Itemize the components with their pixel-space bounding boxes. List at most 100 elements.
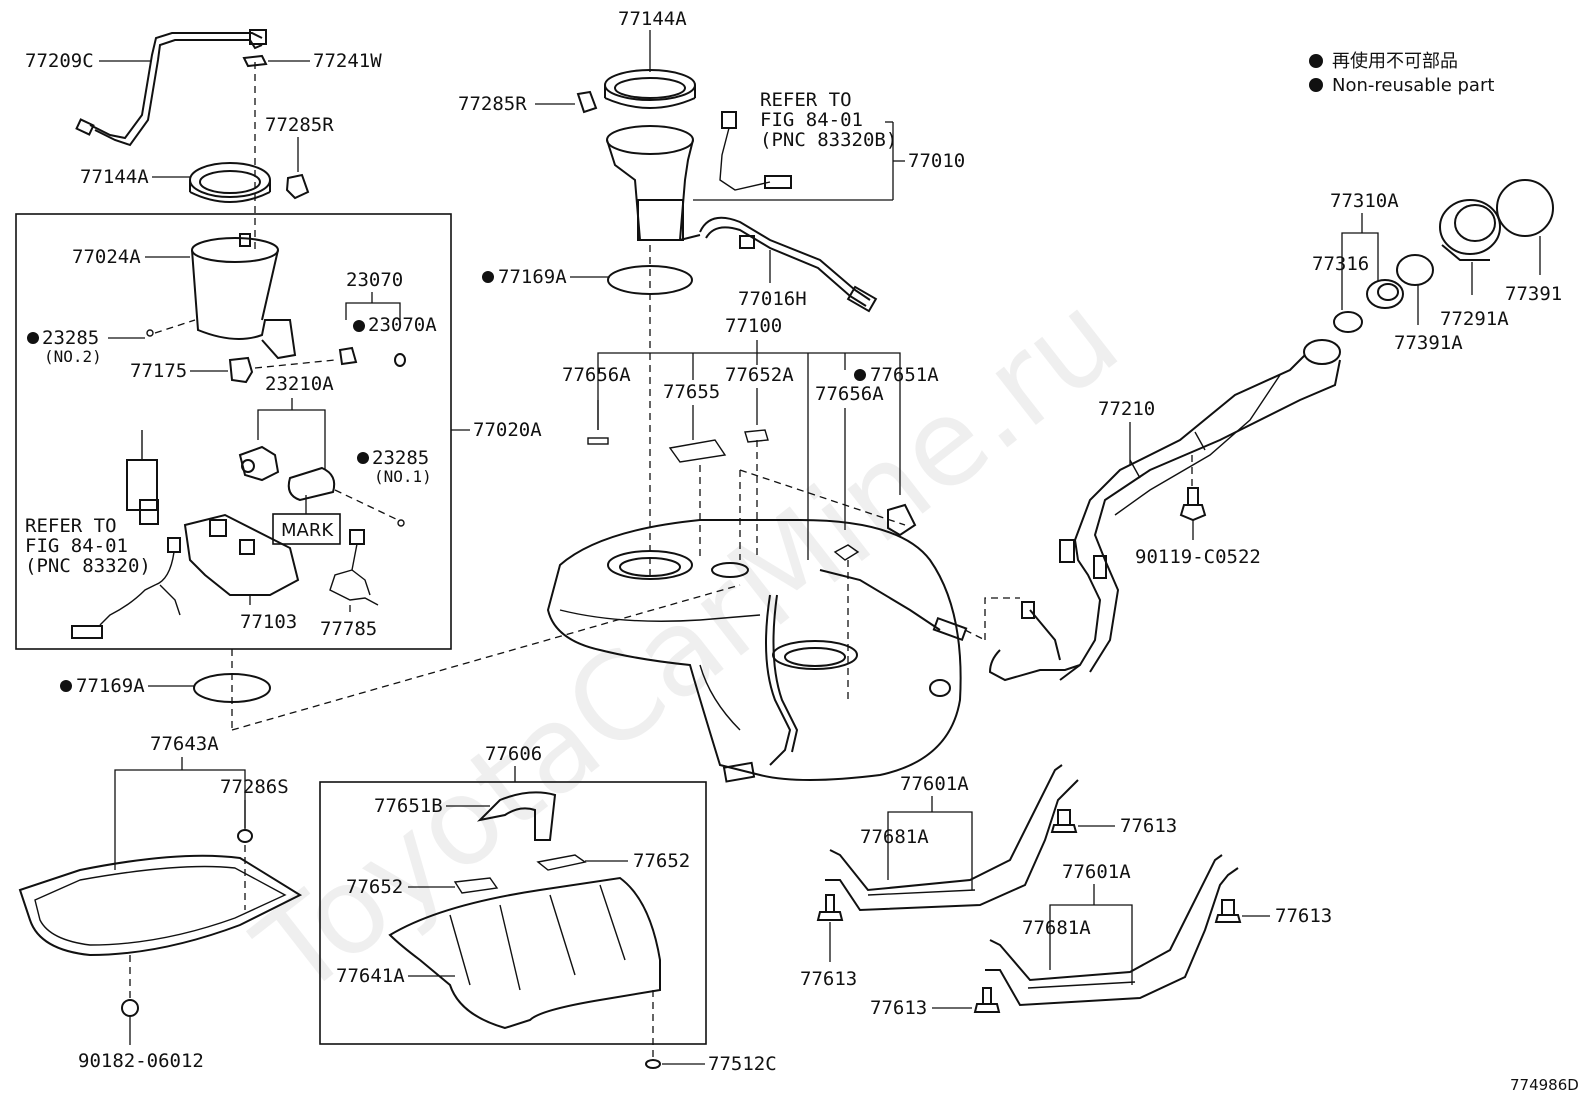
label-77613-c: 77613 [1275, 905, 1332, 927]
label-23070: 23070 [346, 269, 403, 291]
label-23070A: 23070A [368, 314, 437, 336]
clip-77241W [242, 54, 268, 68]
oring-23070A [394, 353, 406, 367]
label-77651B: 77651B [374, 795, 443, 817]
label-77613-a: 77613 [1120, 815, 1177, 837]
label-23285-b: 23285 [372, 447, 429, 469]
protector-77643A [18, 854, 303, 957]
label-77175: 77175 [130, 360, 187, 382]
bolt-90182 [121, 999, 139, 1017]
non-reusable-dot-icon [854, 369, 866, 381]
legend-jp: 再使用不可部品 [1332, 51, 1458, 72]
clip-77285R-b [576, 90, 598, 114]
pad-77655 [668, 439, 727, 463]
clip-77512C [645, 1059, 661, 1069]
cap-77291A [1439, 199, 1501, 261]
label-77512C: 77512C [708, 1053, 777, 1075]
fuel-tank-77100 [546, 519, 968, 783]
pump-assy-77010 [606, 125, 701, 241]
pad-77656A-a [587, 437, 609, 445]
filter-bracket-77103 [183, 513, 300, 596]
retainer-ring-77144A-a [189, 162, 271, 203]
label-77652A: 77652A [725, 364, 794, 386]
gasket-77391 [1496, 179, 1554, 237]
label-77601A-a: 77601A [900, 773, 969, 795]
label-77613-b: 77613 [800, 968, 857, 990]
non-reusable-dot-icon [357, 452, 369, 464]
filler-pipe-77210 [988, 339, 1341, 682]
label-77606: 77606 [485, 743, 542, 765]
bolt-90119 [1179, 487, 1207, 522]
label-77652-a: 77652 [633, 850, 690, 872]
fuel-pump-23210A [238, 445, 336, 502]
label-77100: 77100 [725, 315, 782, 337]
sub-tank-77024A [191, 233, 297, 360]
label-77024A: 77024A [72, 246, 141, 268]
label-23285-b-no: (NO.1) [374, 467, 432, 486]
label-23285-a: 23285 [42, 327, 99, 349]
label-23285-a-no: (NO.2) [44, 347, 102, 366]
label-77785: 77785 [320, 618, 377, 640]
retainer-ring-77144A-b [604, 69, 696, 109]
label-77681A-a: 77681A [860, 826, 929, 848]
fuel-line-77209C [75, 29, 267, 147]
non-reusable-dot-icon [27, 332, 39, 344]
label-77391A: 77391A [1394, 332, 1463, 354]
label-23210A: 23210A [265, 373, 334, 395]
mark-text: MARK [281, 520, 334, 541]
non-reusable-dot-icon [60, 680, 72, 692]
label-77285R-a: 77285R [265, 114, 334, 136]
label-77641A: 77641A [336, 965, 405, 987]
refer1-line3: (PNC 83320) [25, 555, 151, 577]
bolt-77613-b [816, 894, 844, 921]
label-77016H: 77016H [738, 288, 807, 310]
sender-gauge [126, 430, 159, 525]
gasket-77391A [1396, 254, 1434, 286]
label-90119: 90119-C0522 [1135, 546, 1261, 568]
label-77169A-a: 77169A [76, 675, 145, 697]
sender-refer2 [719, 111, 792, 191]
wire-harness-refer1 [71, 537, 181, 639]
label-77655: 77655 [663, 381, 720, 403]
tube-77016H [699, 216, 878, 313]
label-77144A-b: 77144A [618, 8, 687, 30]
non-reusable-dot-icon [353, 320, 365, 332]
label-77613-d: 77613 [870, 997, 927, 1019]
pad-77656A-b [833, 544, 860, 561]
bolt-77613-a [1050, 809, 1078, 833]
diagram-id: 774986D [1510, 1076, 1579, 1094]
pad-77652-a [536, 854, 587, 871]
heat-insulator-77641A [388, 876, 661, 1030]
label-77310A: 77310A [1330, 190, 1399, 212]
legend-dot-icon [1309, 54, 1323, 68]
pad-77651B [476, 791, 557, 841]
legend-en: Non-reusable part [1332, 75, 1494, 96]
assembly-box-77606 [319, 781, 707, 1045]
refer1-line1: REFER TO [25, 515, 117, 537]
label-77286S: 77286S [220, 776, 289, 798]
legend-dot-icon [1309, 78, 1323, 92]
pad-77652-b [453, 877, 499, 894]
label-77652-b: 77652 [346, 876, 403, 898]
label-77210: 77210 [1098, 398, 1155, 420]
label-77010: 77010 [908, 150, 965, 172]
label-77169A-b: 77169A [498, 266, 567, 288]
refer1-line2: FIG 84-01 [25, 535, 128, 557]
label-77103: 77103 [240, 611, 297, 633]
label-77656A-b: 77656A [815, 383, 884, 405]
label-77681A-b: 77681A [1022, 917, 1091, 939]
ring-77316 [1333, 311, 1363, 333]
label-77020A: 77020A [473, 419, 542, 441]
assembly-box-77020A [15, 213, 452, 650]
valve-23070 [338, 346, 358, 366]
label-77643A: 77643A [150, 733, 219, 755]
strap-77601A-a [825, 764, 1079, 912]
label-77656A-a: 77656A [562, 364, 631, 386]
strap-77601A-b [985, 854, 1239, 1007]
pad-77652A [744, 429, 769, 443]
wire-77785 [329, 529, 379, 606]
label-90182: 90182-06012 [78, 1050, 204, 1072]
grommet-77286S [237, 829, 253, 843]
label-77241W: 77241W [313, 50, 382, 72]
